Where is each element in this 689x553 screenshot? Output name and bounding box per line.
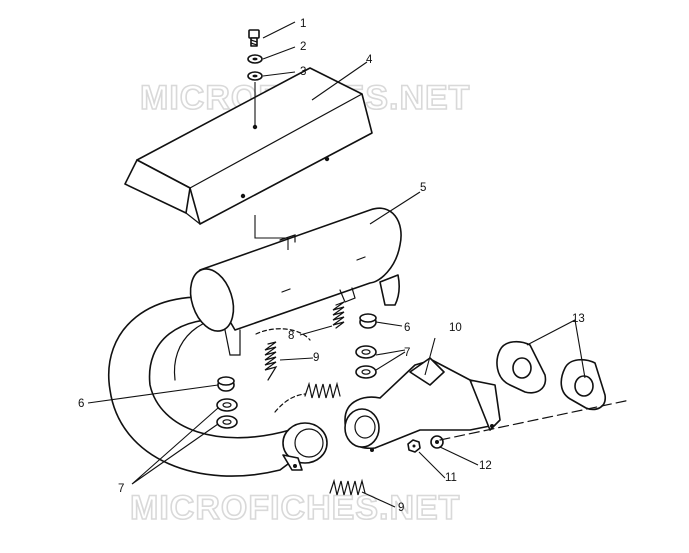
gasket-2: [560, 358, 606, 411]
callout-6-left: 6: [78, 398, 84, 410]
grommet-right: [359, 313, 377, 329]
callout-7-left: 7: [118, 483, 124, 495]
exhaust-shield: [124, 67, 373, 225]
callout-11: 11: [445, 472, 457, 484]
lock-washer: [247, 54, 263, 64]
callout-6-right: 6: [404, 322, 410, 334]
callout-4: 4: [366, 54, 373, 66]
spring-bottom: [329, 478, 366, 496]
spring-left: [264, 341, 278, 381]
callout-3: 3: [300, 66, 306, 78]
nut: [407, 439, 421, 453]
flange-washer: [430, 435, 444, 449]
callout-12: 12: [479, 460, 492, 472]
leader-lines: [87, 21, 586, 508]
callout-9-upper: 9: [313, 352, 319, 364]
grommet-left: [217, 376, 235, 392]
callout-7-right: 7: [404, 347, 410, 359]
flat-washer: [247, 71, 263, 81]
callout-2: 2: [300, 41, 306, 53]
spring-upper: [332, 301, 345, 329]
screw: [248, 29, 260, 47]
exhaust-pipe: [107, 296, 328, 477]
gasket-1: [496, 340, 547, 394]
washers-left: [216, 398, 238, 429]
callout-5: 5: [420, 182, 426, 194]
callout-1: 1: [300, 18, 306, 30]
callout-10: 10: [449, 322, 462, 334]
callout-13: 13: [572, 313, 585, 325]
callout-9-lower: 9: [398, 502, 404, 514]
watermark-bottom: MICROFICHES.NET: [130, 489, 460, 527]
callout-8: 8: [288, 330, 294, 342]
spring-middle: [304, 381, 341, 399]
washers-right: [355, 345, 377, 379]
muffler: [189, 207, 402, 356]
exhaust-manifold: [344, 357, 501, 452]
